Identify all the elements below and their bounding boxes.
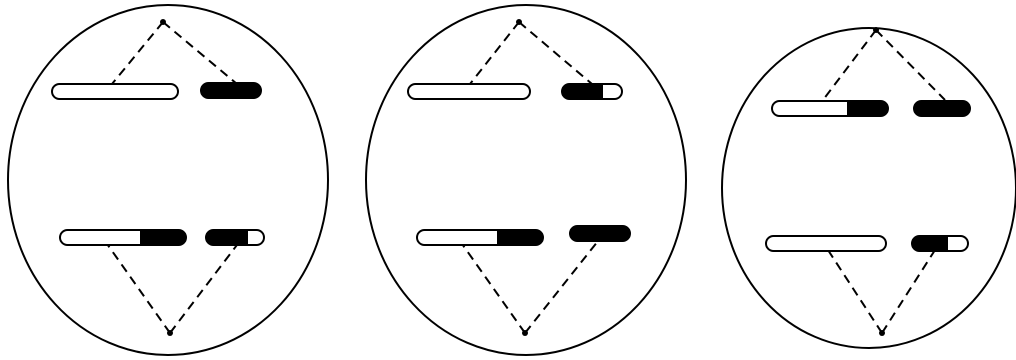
chromosome-dark-segment: [847, 101, 888, 116]
spindle-fiber: [876, 30, 945, 100]
spindle-fiber: [470, 22, 519, 84]
spindle-fiber: [828, 250, 882, 333]
chromosome-body: [201, 83, 261, 98]
spindle-fiber: [525, 241, 598, 333]
chromosome: [766, 236, 886, 251]
spindle-fiber: [105, 241, 170, 333]
chromosome-body: [408, 84, 530, 99]
chromosome: [570, 226, 630, 241]
chromosome: [772, 101, 888, 116]
spindle-fiber: [170, 241, 240, 333]
chromosome-dark-segment: [206, 230, 248, 245]
spindle-pole-top: [160, 19, 166, 25]
spindle-pole-top: [873, 27, 879, 33]
chromosome: [562, 84, 622, 99]
spindle-fiber: [112, 22, 163, 84]
chromosome-dark-segment: [912, 236, 948, 251]
cell-1: [8, 5, 328, 355]
spindle-pole-top: [516, 19, 522, 25]
spindle-fiber: [460, 241, 525, 333]
chromosome: [201, 83, 261, 98]
cell-membrane: [366, 5, 686, 355]
chromosome-body: [52, 84, 178, 99]
spindle-pole-bottom: [167, 330, 173, 336]
chromosome-body: [570, 226, 630, 241]
spindle-pole-bottom: [879, 330, 885, 336]
cell-membrane: [8, 5, 328, 355]
chromosome-dark-segment: [562, 84, 603, 99]
spindle-fiber: [823, 30, 876, 100]
chromosome: [52, 84, 178, 99]
chromosome: [206, 230, 264, 245]
spindle-fiber: [519, 22, 592, 84]
cell-3: [722, 27, 1016, 348]
chromosome-body: [766, 236, 886, 251]
chromosome-body: [914, 101, 970, 116]
chromosome: [914, 101, 970, 116]
spindle-pole-bottom: [522, 330, 528, 336]
spindle-fiber: [163, 22, 237, 84]
cell-membrane: [722, 28, 1016, 348]
chromosome: [912, 236, 968, 251]
chromosome: [417, 230, 543, 245]
chromosome: [408, 84, 530, 99]
cell-2: [366, 5, 686, 355]
chromosome-dark-segment: [497, 230, 543, 245]
chromosome-dark-segment: [140, 230, 186, 245]
chromosome: [60, 230, 186, 245]
spindle-fiber: [882, 250, 935, 333]
